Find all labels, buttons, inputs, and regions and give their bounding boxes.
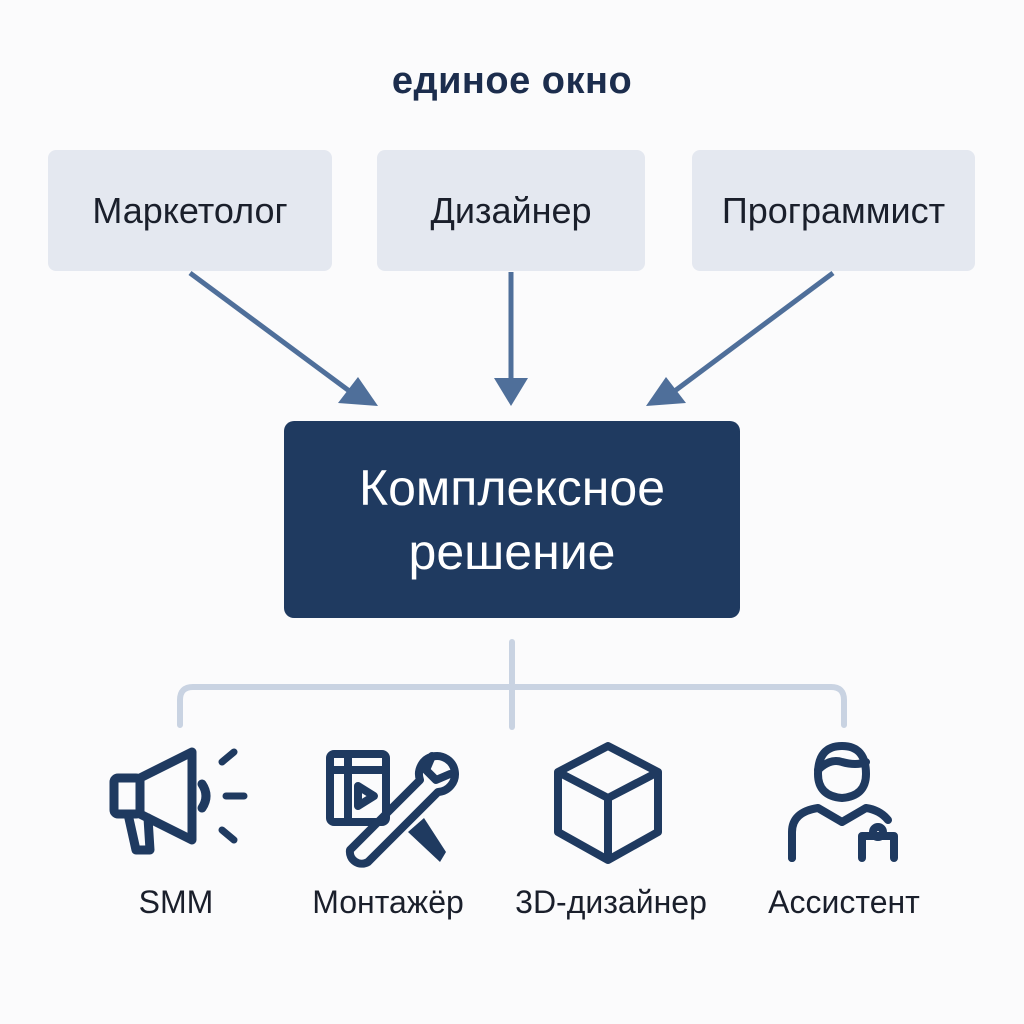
arrow-programmer-to-center: [646, 270, 835, 406]
service-label-3d-designer: 3D-дизайнер: [515, 884, 707, 920]
center-solution-box: Комплексное решение: [284, 421, 740, 618]
megaphone-icon: [109, 747, 248, 855]
arrow-marketer-to-center: [188, 270, 378, 406]
service-label-assistant: Ассистент: [768, 884, 920, 920]
role-box-programmer: Программист: [692, 150, 975, 271]
arrow-designer-to-center: [494, 272, 528, 406]
service-label-editor: Монтажёр: [312, 884, 464, 920]
role-box-marketer: Маркетолог: [48, 150, 332, 271]
role-box-designer: Дизайнер: [377, 150, 645, 271]
assistant-person-icon: [788, 742, 898, 862]
cube-icon: [554, 742, 662, 864]
tree-connector: [177, 639, 847, 730]
diagram-title: единое окно: [391, 60, 633, 102]
video-editing-tools-icon: [326, 750, 459, 868]
service-label-smm: SMM: [138, 884, 214, 920]
